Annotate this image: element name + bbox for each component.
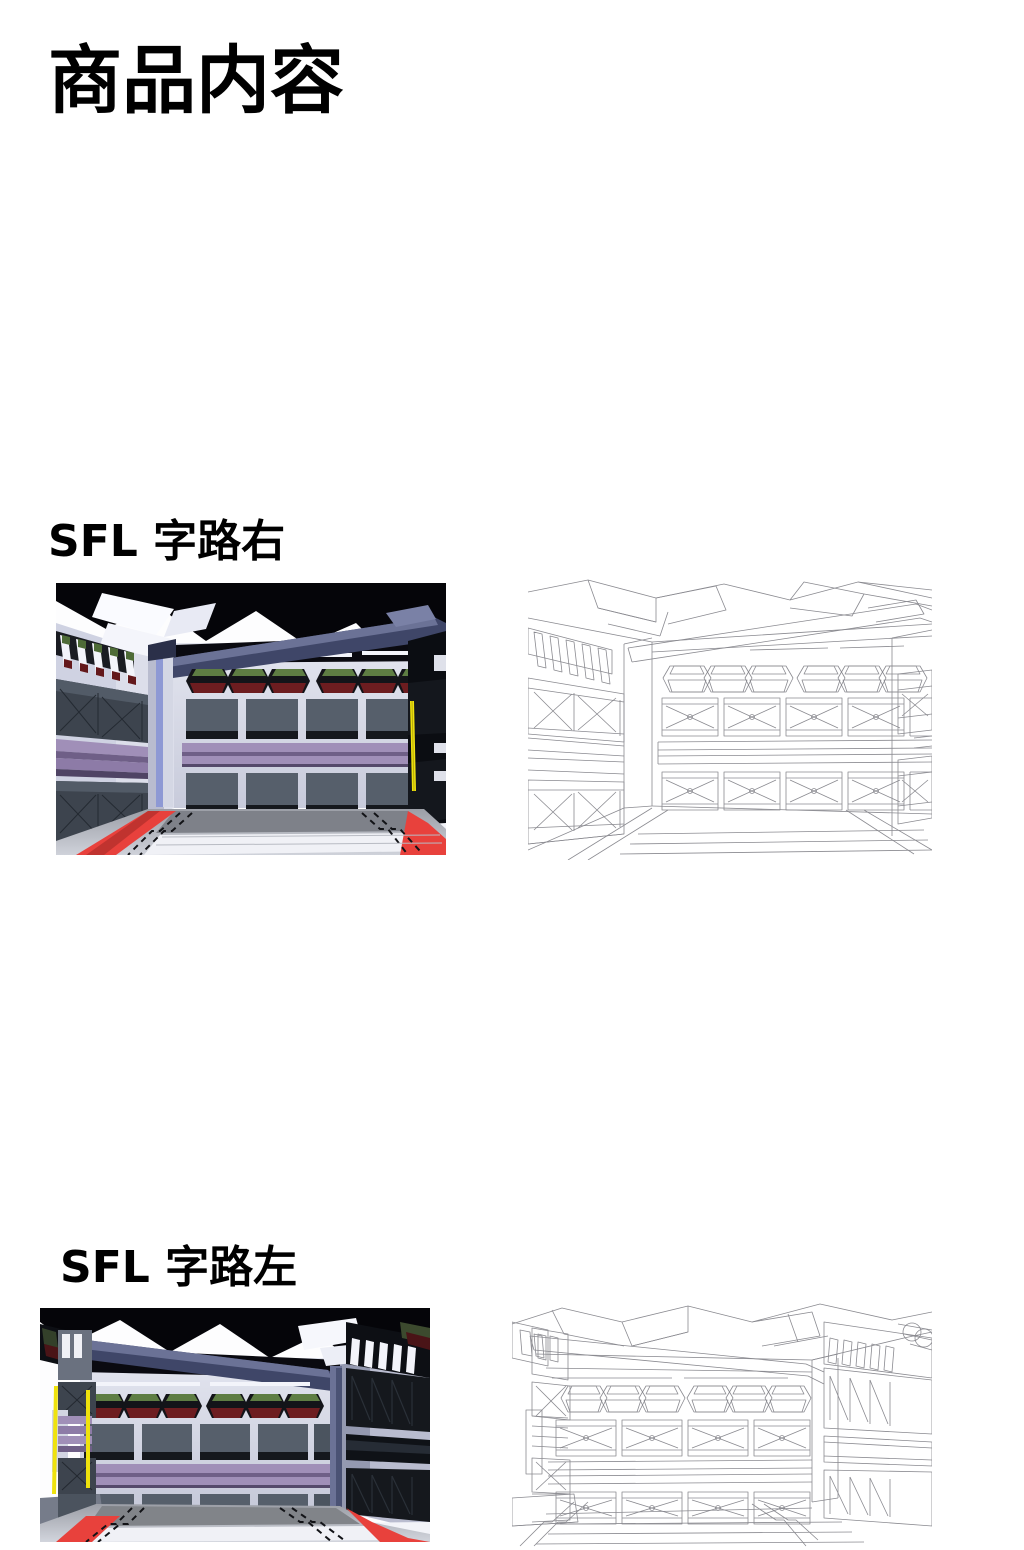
- section-label-left: SFL 字路左: [60, 1242, 298, 1293]
- corridor-right-lineart-svg: [528, 578, 932, 860]
- sfl-corridor-left-lineart-image: [512, 1302, 932, 1550]
- product-contents-page: 商品内容 SFL 字路右: [0, 38, 1024, 1550]
- section-sfl-right: SFL 字路右: [0, 258, 1024, 860]
- sfl-corridor-right-colored-image: [56, 583, 446, 855]
- section-sfl-left: SFL 字路左: [0, 620, 1024, 1550]
- sfl-corridor-right-lineart-image: [528, 578, 932, 860]
- corridor-left-render-svg: [40, 1308, 430, 1542]
- section-label-right: SFL 字路右: [48, 516, 286, 567]
- sfl-corridor-left-colored-image: [40, 1308, 430, 1542]
- page-title: 商品内容: [48, 38, 344, 124]
- corridor-left-lineart-svg: [512, 1302, 932, 1550]
- corridor-right-render-svg: [56, 583, 446, 855]
